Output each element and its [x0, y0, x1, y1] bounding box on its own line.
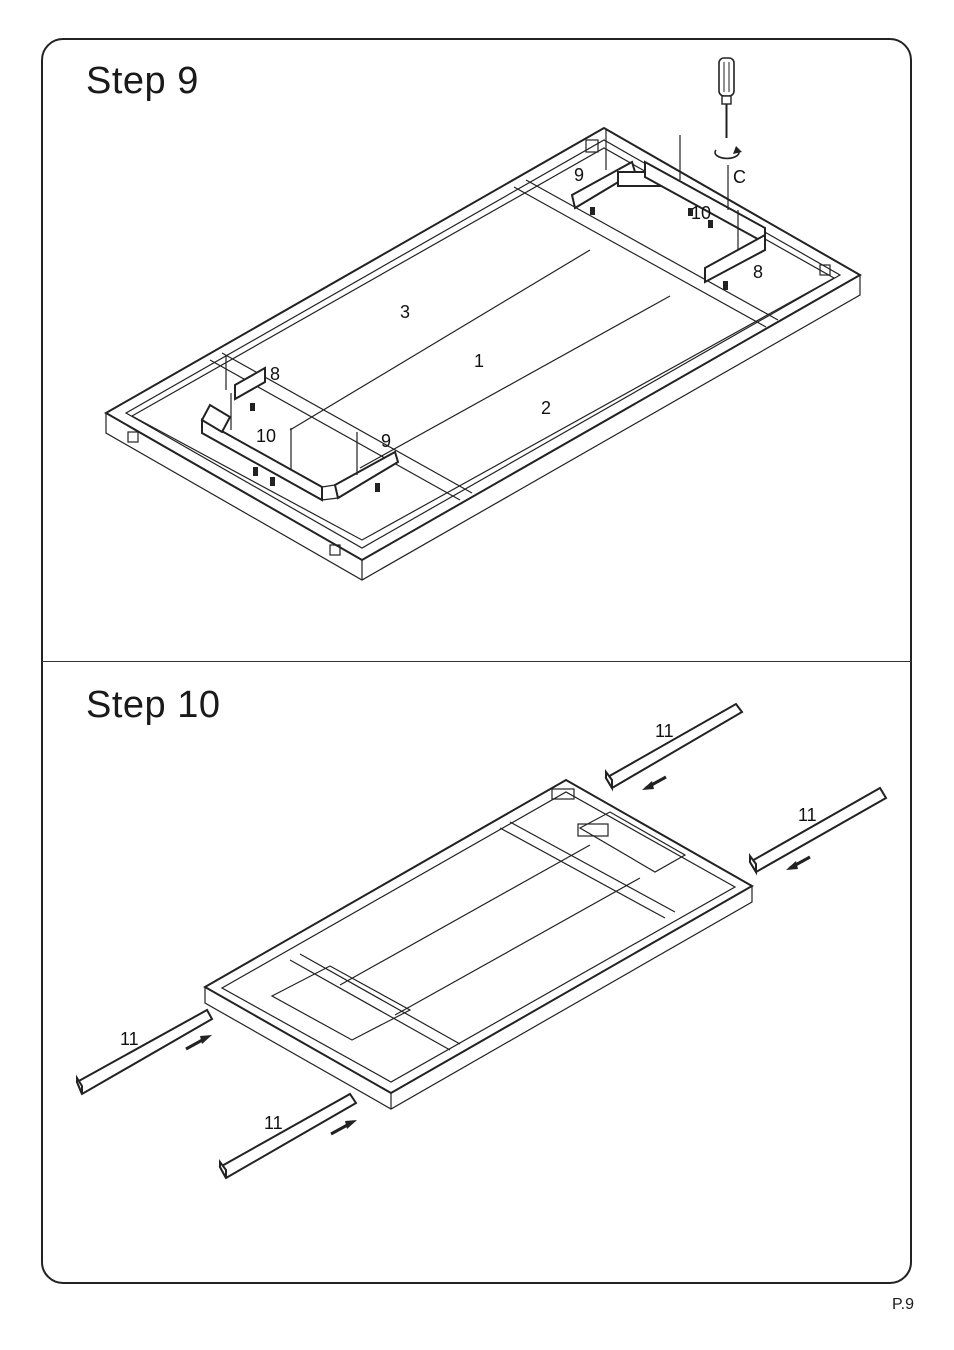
- arrow-icon: [331, 1120, 357, 1134]
- table-frame-outline: [106, 128, 860, 560]
- page-number: P.9: [892, 1296, 914, 1314]
- table-frame-outline-assembled: [205, 780, 752, 1093]
- rail-right: [750, 788, 886, 872]
- label-rail-right: 11: [798, 805, 817, 825]
- rail-bottom: [220, 1094, 356, 1178]
- label-part-9-left: 9: [381, 431, 391, 451]
- arrow-icon: [642, 777, 666, 790]
- label-part-8-right: 8: [753, 262, 763, 282]
- rotate-arrow-icon: [715, 146, 742, 158]
- label-part-3: 3: [400, 302, 410, 322]
- label-part-10-left: 10: [256, 426, 276, 446]
- label-part-8-left: 8: [270, 364, 280, 384]
- arrow-icon: [186, 1035, 212, 1049]
- label-part-c: C: [733, 167, 746, 187]
- rail-top: [606, 704, 742, 788]
- label-part-2: 2: [541, 398, 551, 418]
- label-rail-bottom: 11: [264, 1113, 283, 1133]
- label-rail-top: 11: [655, 721, 674, 741]
- step-10-diagram: 11 11 11 11: [77, 704, 886, 1178]
- label-part-10-right: 10: [691, 203, 711, 223]
- label-part-1: 1: [474, 351, 484, 371]
- rail-left: [77, 1010, 212, 1094]
- screwdriver-icon: [719, 58, 734, 138]
- label-rail-left: 11: [120, 1029, 139, 1049]
- label-part-9-right: 9: [574, 165, 584, 185]
- arrow-icon: [786, 857, 810, 870]
- step-9-diagram: 9 C 10 8 3 1 2 8 10 9: [106, 58, 860, 580]
